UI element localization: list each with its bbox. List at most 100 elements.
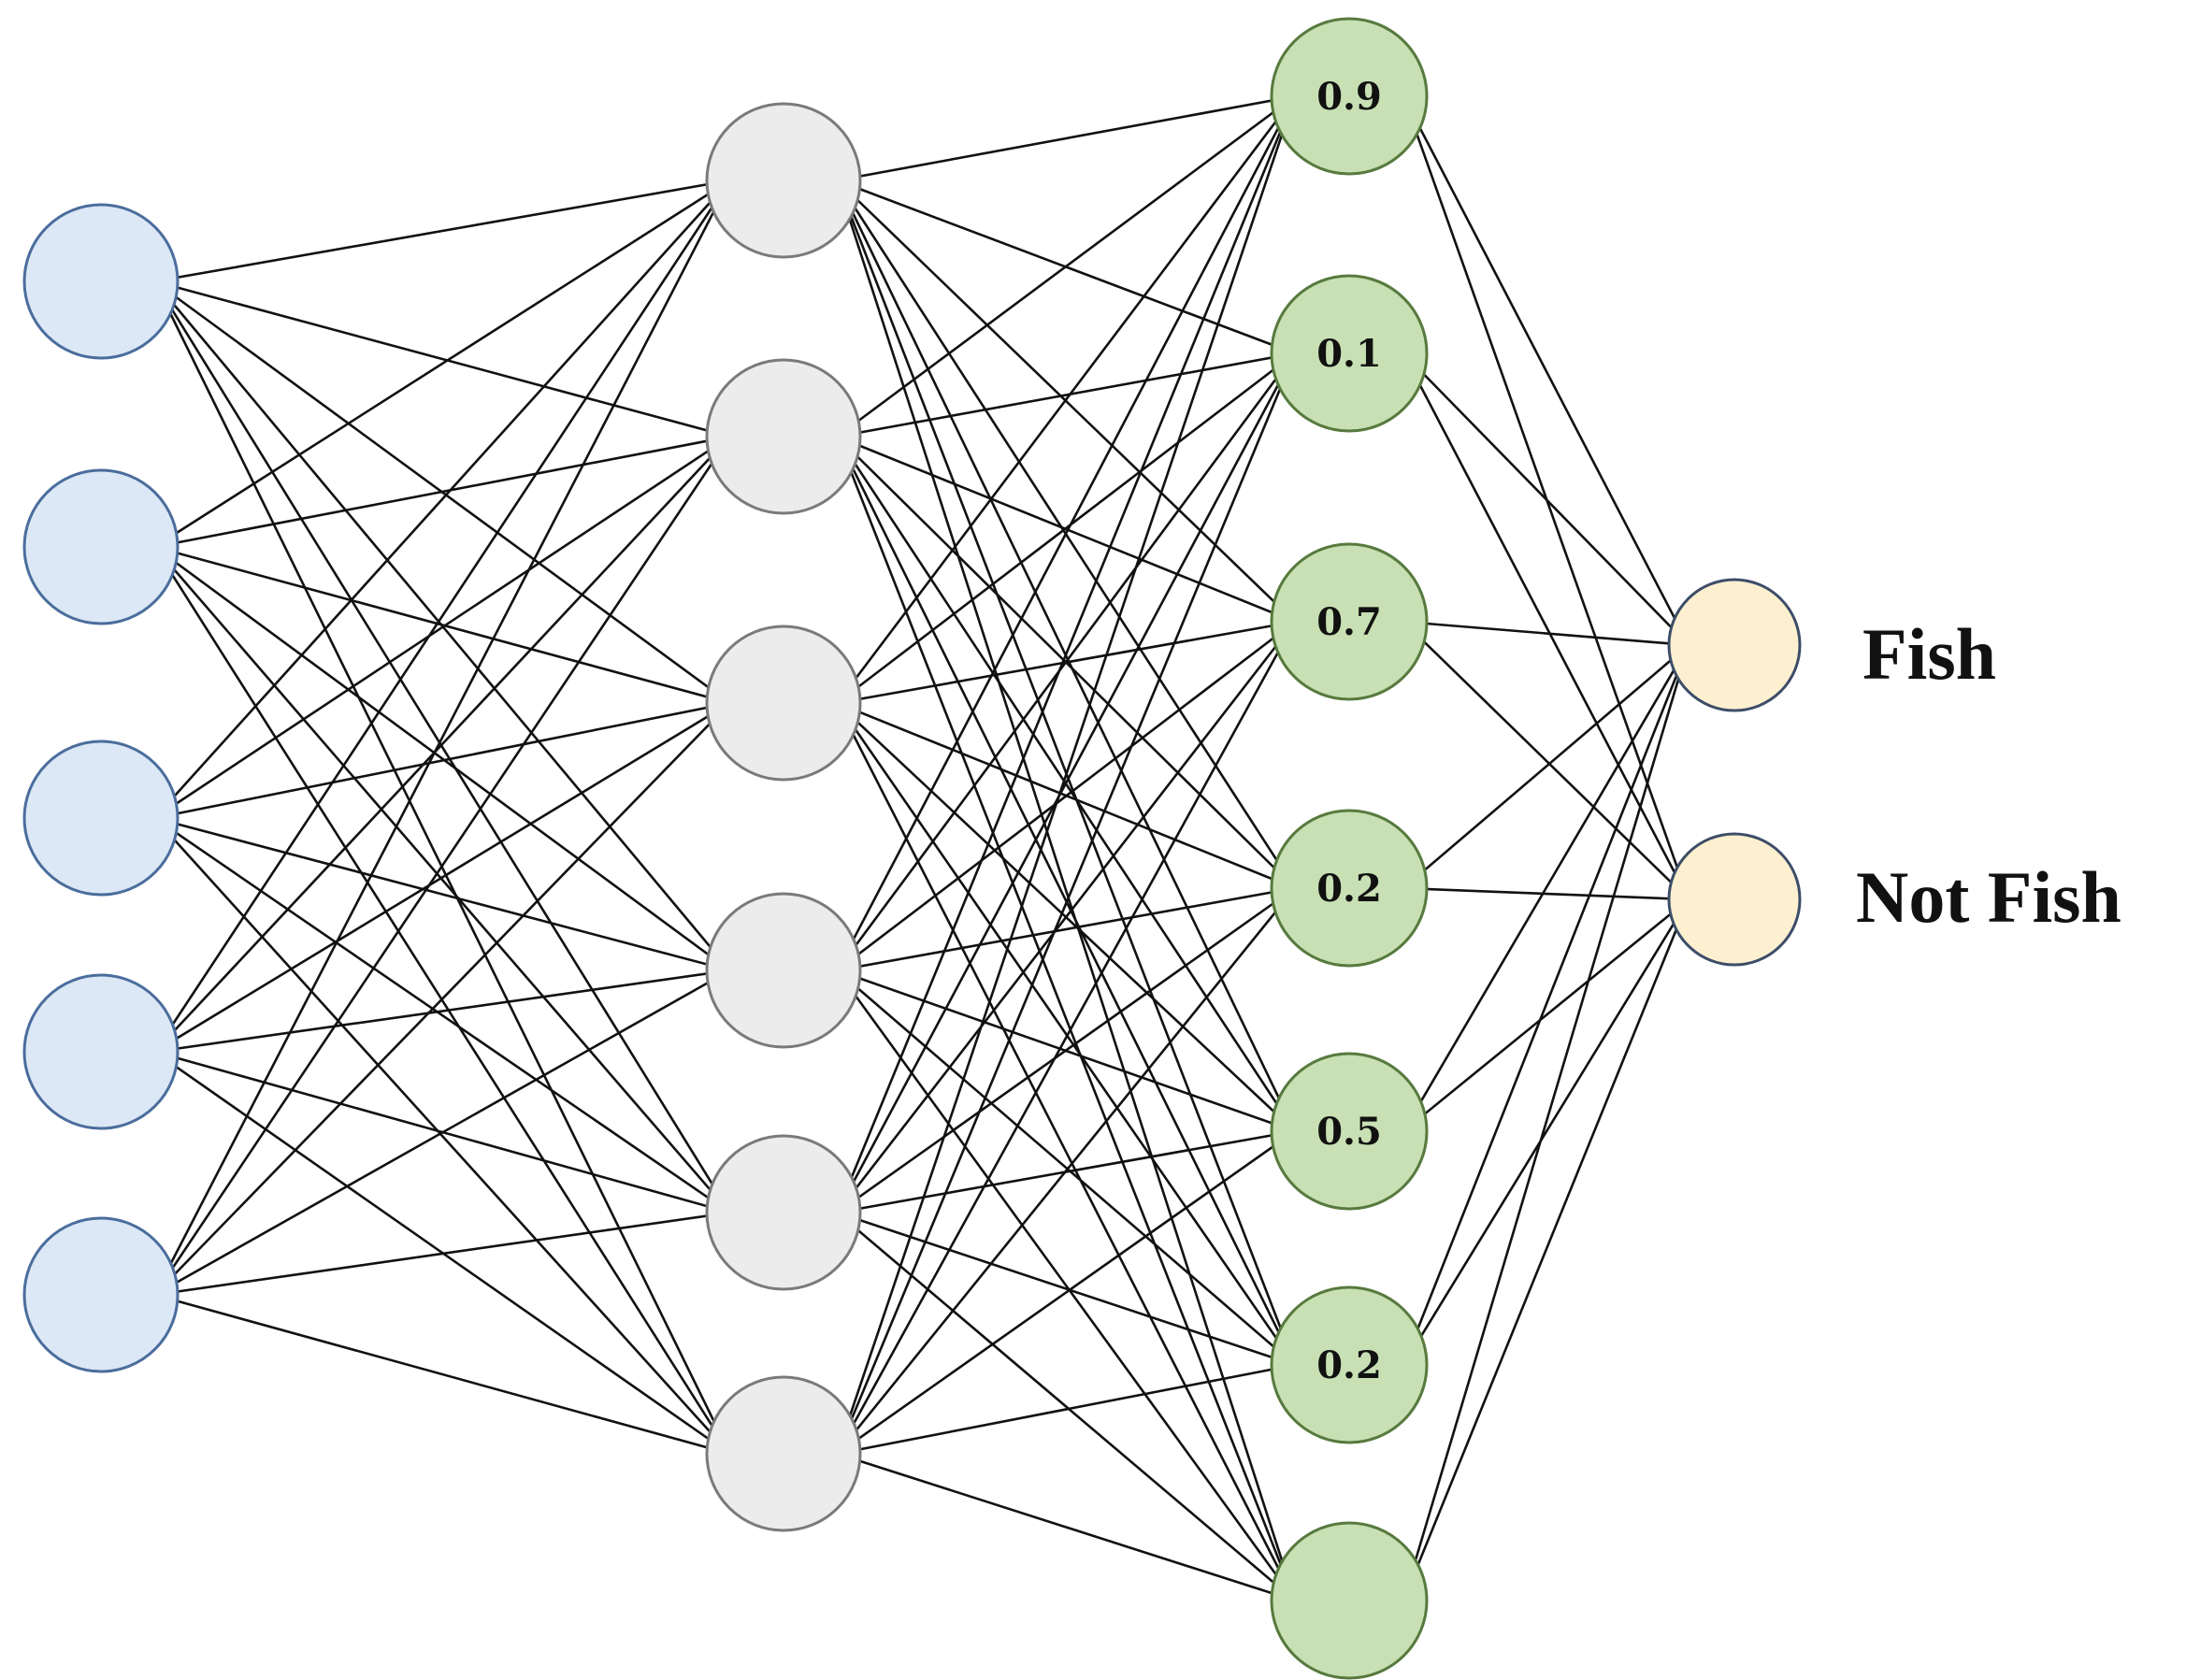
input-hidden-edge-2-0	[153, 179, 731, 819]
probability-output-edge-1-0	[1402, 352, 1690, 646]
hidden-probability-edge-4-1	[836, 352, 1297, 1213]
input-hidden-edge-0-0	[154, 179, 730, 283]
probability-output-edge-6-0	[1402, 644, 1690, 1601]
input-hidden-edge-4-4	[154, 1211, 730, 1297]
probability-output-edge-3-1	[1403, 886, 1690, 901]
probability-node-circle	[1270, 17, 1429, 176]
probability-output-edge-0-0	[1402, 95, 1690, 646]
probability-node-circle	[1270, 1052, 1429, 1211]
hidden-probability-edge-2-5	[836, 702, 1296, 1366]
probability-output-edge-5-1	[1402, 898, 1690, 1366]
probability-node-7	[1270, 1521, 1429, 1680]
input-hidden-edge-3-0	[153, 179, 731, 1053]
input-hidden-edge-2-2	[154, 701, 730, 820]
hidden-probability-edge-4-5	[836, 1211, 1296, 1367]
probability-node-2: 0.1	[1270, 274, 1429, 433]
input-hidden-edge-1-0	[153, 179, 731, 549]
network-nodes: 0.90.10.70.20.50.2	[22, 17, 1802, 1680]
input-node-circle	[22, 1216, 180, 1373]
hidden-probability-edge-3-2	[836, 620, 1296, 972]
output-node-2	[1667, 832, 1802, 967]
hidden-node-circle	[705, 102, 862, 259]
hidden-probability-edge-1-0	[836, 94, 1296, 438]
hidden-probability-edge-5-4	[836, 1129, 1296, 1456]
output-node-1	[1667, 578, 1802, 712]
input-hidden-edge-3-1	[153, 436, 731, 1053]
hidden-node-5	[705, 1134, 862, 1291]
probability-node-circle	[1270, 1285, 1429, 1444]
input-hidden-edge-4-2	[153, 702, 731, 1296]
input-hidden-edge-2-1	[153, 435, 731, 820]
probability-node-value: 0.7	[1316, 600, 1382, 644]
probability-node-circle	[1270, 1521, 1429, 1680]
hidden-probability-edge-4-6	[836, 1212, 1296, 1601]
probability-output-edge-2-0	[1402, 620, 1690, 647]
input-hidden-edge-4-5	[154, 1293, 730, 1456]
input-hidden-edge-1-1	[154, 435, 730, 549]
input-hidden-edge-4-1	[153, 436, 731, 1296]
hidden-node-circle	[705, 625, 862, 782]
hidden-probability-edge-3-5	[836, 969, 1296, 1366]
probability-node-value: 0.5	[1316, 1110, 1382, 1154]
hidden-node-6	[705, 1375, 862, 1532]
input-node-3	[22, 739, 180, 897]
hidden-node-circle	[705, 358, 862, 515]
probability-node-1: 0.9	[1270, 17, 1429, 176]
class-label-not-fish: Not Fish	[1856, 856, 2121, 938]
probability-output-edge-5-0	[1402, 644, 1690, 1366]
input-hidden-edge-2-4	[153, 816, 731, 1214]
hidden-probability-edge-3-1	[836, 352, 1296, 971]
input-hidden-edge-1-2	[154, 545, 730, 705]
hidden-probability-edge-5-1	[836, 352, 1297, 1455]
hidden-probability-edge-4-0	[836, 95, 1297, 1213]
input-node-1	[22, 203, 180, 360]
hidden-probability-edge-5-2	[836, 621, 1297, 1455]
input-node-circle	[22, 739, 180, 897]
output-class-labels: Fish Not Fish	[1856, 613, 2121, 938]
input-hidden-edge-4-3	[153, 969, 731, 1297]
hidden-probability-edge-3-0	[836, 95, 1297, 971]
hidden-probability-edge-2-6	[836, 702, 1297, 1601]
connection-edges	[153, 94, 1690, 1602]
input-node-4	[22, 973, 180, 1130]
hidden-probability-edge-3-3	[837, 886, 1296, 972]
hidden-probability-edge-5-3	[836, 887, 1296, 1455]
probability-output-edge-4-1	[1402, 897, 1690, 1133]
hidden-probability-edge-4-2	[836, 621, 1296, 1213]
input-hidden-edge-0-4	[153, 280, 731, 1213]
input-node-circle	[22, 973, 180, 1130]
probability-output-edge-4-0	[1402, 644, 1690, 1132]
probability-output-edge-2-1	[1402, 621, 1690, 900]
hidden-node-circle	[705, 1134, 862, 1291]
hidden-probability-edge-5-0	[836, 95, 1297, 1455]
probability-output-edge-6-1	[1402, 898, 1690, 1601]
hidden-probability-edge-1-6	[836, 436, 1297, 1601]
input-hidden-edge-2-3	[154, 816, 730, 972]
input-node-circle	[22, 203, 180, 360]
hidden-node-3	[705, 625, 862, 782]
input-hidden-edge-4-0	[153, 179, 731, 1296]
hidden-node-circle	[705, 1375, 862, 1532]
hidden-probability-edge-5-5	[837, 1363, 1296, 1456]
probability-node-value: 0.9	[1316, 75, 1382, 119]
input-node-2	[22, 468, 180, 625]
input-hidden-edge-1-3	[153, 545, 731, 972]
hidden-node-1	[705, 102, 862, 259]
output-node-circle	[1667, 832, 1802, 967]
hidden-node-4	[705, 892, 862, 1049]
probability-node-5: 0.5	[1270, 1052, 1429, 1211]
input-hidden-edge-0-1	[154, 280, 730, 438]
hidden-node-circle	[705, 892, 862, 1049]
probability-node-3: 0.7	[1270, 542, 1429, 701]
input-hidden-edge-3-2	[153, 701, 731, 1054]
probability-node-circle	[1270, 809, 1429, 968]
hidden-probability-edge-0-6	[836, 179, 1297, 1601]
class-label-fish: Fish	[1862, 613, 1996, 695]
probability-node-4: 0.2	[1270, 809, 1429, 968]
probability-output-edge-3-0	[1402, 644, 1690, 889]
input-node-circle	[22, 468, 180, 625]
input-hidden-edge-2-5	[153, 817, 731, 1455]
probability-node-value: 0.2	[1316, 867, 1382, 911]
input-hidden-edge-3-3	[154, 969, 730, 1054]
